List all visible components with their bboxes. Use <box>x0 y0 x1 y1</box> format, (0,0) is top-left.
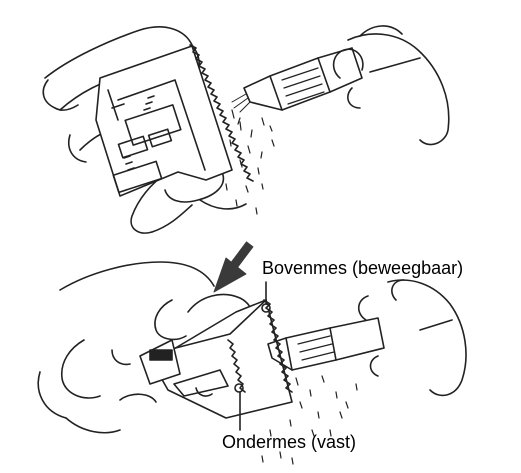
clipper-head-top <box>96 45 253 196</box>
top-step-illustration <box>43 26 449 233</box>
cleaning-brush-icon <box>268 318 384 370</box>
down-left-arrow-icon <box>214 244 250 292</box>
brush-hand-bottom <box>359 280 466 395</box>
hair-particles-top <box>226 110 274 214</box>
brush-icon <box>232 48 362 112</box>
upper-blade-label: Bovenmes (beweegbaar) <box>262 259 463 277</box>
lower-blade-label: Ondermes (vast) <box>222 433 356 451</box>
brush-hand-top <box>334 26 449 145</box>
clipper-head-bottom <box>140 300 292 418</box>
